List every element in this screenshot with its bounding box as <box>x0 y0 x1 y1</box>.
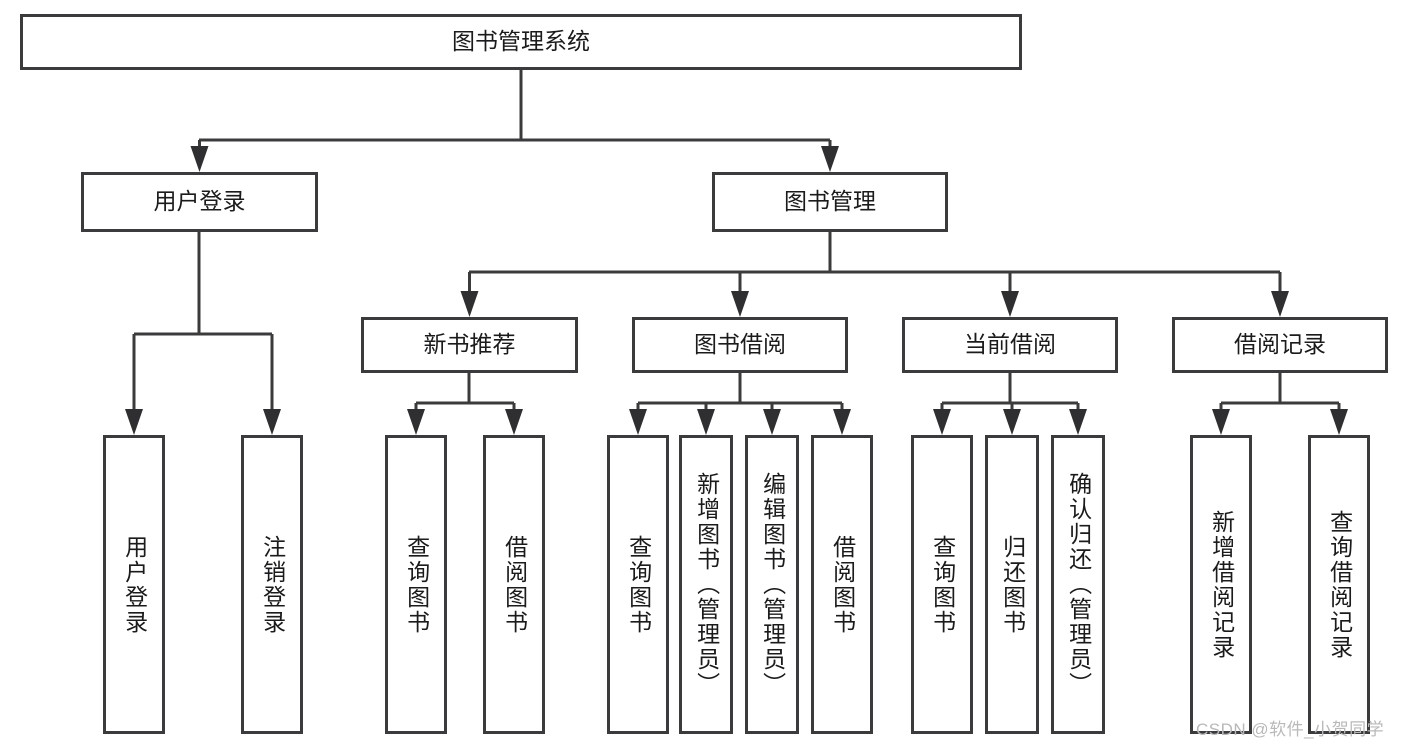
new-book-recommend-to-leaves-arrowhead-1 <box>505 409 523 435</box>
root-node-label: 图书管理系统 <box>452 28 590 54</box>
book-manage-to-level2-arrowhead-2 <box>1001 291 1019 317</box>
leaf-node-box-leaf-logout-login[interactable] <box>241 435 303 734</box>
current-borrow-to-leaves-arrowhead-1 <box>1003 409 1021 435</box>
leaf-node-box-leaf-user-login[interactable] <box>103 435 165 734</box>
level2-node-box-new-book-recommend[interactable] <box>361 317 578 373</box>
current-borrow-to-leaves-arrowhead-0 <box>933 409 951 435</box>
level1-node-box-book-manage[interactable] <box>712 172 948 232</box>
root-to-level1-arrowhead-0 <box>190 146 209 172</box>
leaf-node-box-leaf-query-record[interactable] <box>1308 435 1370 734</box>
book-manage-to-level2-arrowhead-3 <box>1271 291 1289 317</box>
level2-node-label-book-borrow: 图书借阅 <box>694 331 786 357</box>
level1-node-label-user-login: 用户登录 <box>154 188 246 214</box>
csdn-watermark: CSDN @软件_小贺同学 <box>1196 720 1385 739</box>
borrow-record-to-leaves-arrowhead-1 <box>1330 409 1348 435</box>
node-boxes-layer <box>20 14 1388 734</box>
book-borrow-to-leaves-arrowhead-3 <box>833 409 851 435</box>
root-to-level1-arrowhead-1 <box>821 146 839 172</box>
level2-node-label-new-book-recommend: 新书推荐 <box>424 331 516 357</box>
user-login-to-leaves-arrowhead-1 <box>263 409 281 435</box>
leaf-node-box-leaf-add-book[interactable] <box>679 435 733 734</box>
leaf-node-box-leaf-borrow-book-1[interactable] <box>483 435 545 734</box>
user-login-to-leaves-arrowhead-0 <box>125 409 143 435</box>
current-borrow-to-leaves-arrowhead-2 <box>1069 409 1087 435</box>
book-borrow-to-leaves-arrowhead-0 <box>629 409 647 435</box>
book-manage-to-level2-arrowhead-1 <box>731 291 749 317</box>
leaf-node-box-leaf-return-book[interactable] <box>985 435 1039 734</box>
level1-node-box-user-login[interactable] <box>81 172 318 232</box>
leaf-node-box-leaf-edit-book[interactable] <box>745 435 799 734</box>
book-borrow-to-leaves-arrowhead-2 <box>763 409 781 435</box>
borrow-record-to-leaves-arrowhead-0 <box>1212 409 1230 435</box>
leaf-node-box-leaf-borrow-book-2[interactable] <box>811 435 873 734</box>
level2-node-box-borrow-record[interactable] <box>1172 317 1388 373</box>
leaf-node-box-leaf-add-record[interactable] <box>1190 435 1252 734</box>
book-manage-to-level2-arrowhead-0 <box>460 291 479 317</box>
leaf-node-box-leaf-query-book-3[interactable] <box>911 435 973 734</box>
level1-node-label-book-manage: 图书管理 <box>784 188 876 214</box>
new-book-recommend-to-leaves-arrowhead-0 <box>407 409 425 435</box>
leaf-node-box-leaf-query-book-2[interactable] <box>607 435 669 734</box>
connectors-layer <box>125 70 1348 435</box>
level2-node-box-book-borrow[interactable] <box>632 317 848 373</box>
level2-node-label-borrow-record: 借阅记录 <box>1234 331 1326 357</box>
root-node-box[interactable] <box>20 14 1022 70</box>
level2-node-label-current-borrow: 当前借阅 <box>964 331 1056 357</box>
leaf-node-box-leaf-confirm-return[interactable] <box>1051 435 1105 734</box>
leaf-node-box-leaf-query-book-1[interactable] <box>385 435 447 734</box>
level2-node-box-current-borrow[interactable] <box>902 317 1118 373</box>
book-borrow-to-leaves-arrowhead-1 <box>697 409 715 435</box>
